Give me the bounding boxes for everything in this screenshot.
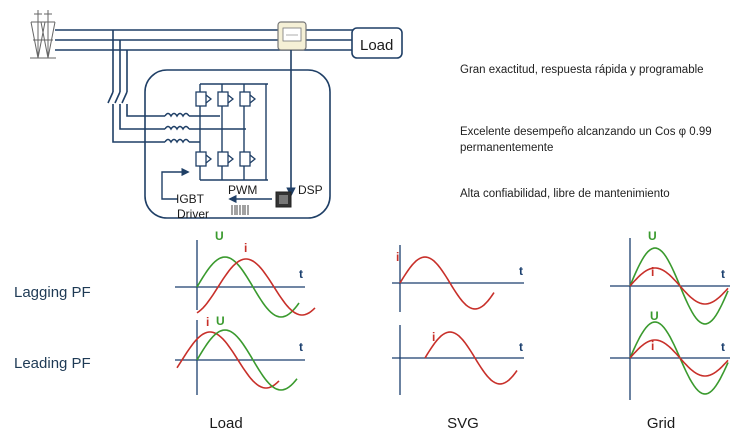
u-label: U [648,229,657,243]
driver-loop [161,167,190,200]
t-label: t [299,340,303,354]
i-wave [629,339,729,377]
panel-grid-leading: t Ui [610,309,730,400]
pwm-label: PWM [228,183,257,197]
t-label: t [519,340,523,354]
i-wave [399,256,495,310]
row-label-lagging: Lagging PF [14,284,91,301]
u-wave [196,256,300,318]
igbt-transistor-icon [195,91,257,167]
barcode-icon [231,205,249,215]
load-label: Load [360,37,393,54]
panel-grid-lagging: tUi [610,229,730,325]
current-transformer-icon [277,21,307,51]
feature-text-1: Gran exactitud, respuesta rápida y progr… [460,64,704,76]
column-label-load: Load [209,415,242,432]
driver-label: Driver [177,207,209,221]
circuit-diagram: Load [30,10,403,221]
i-label: i [651,265,654,279]
panel-svg-leading: ti [392,325,524,395]
t-label: t [299,267,303,281]
t-label: t [721,340,725,354]
dsp-chip-icon [275,191,292,208]
row-label-leading: Leading PF [14,355,91,372]
u-label: U [650,309,659,323]
column-label-grid: Grid [647,415,675,432]
power-tower-icon [30,10,56,59]
u-label: U [215,229,224,243]
i-wave [196,258,316,316]
feature-text-3: Alta confiabilidad, libre de mantenimien… [460,188,670,200]
i-label: i [244,241,247,255]
feature-text-2: Excelente desempeño alcanzando un Cos φ … [460,126,712,154]
panel-load-lagging: t Ui [175,229,316,318]
i-label: i [396,250,399,264]
t-label: t [519,264,523,278]
i-wave [424,331,518,385]
load-box [351,27,403,59]
converter-enclosure [144,69,331,219]
u-wave [196,329,298,391]
feeder-lines [107,30,165,143]
i-wave [176,331,280,389]
u-label: U [216,314,225,328]
igbt-label: IGBT [176,192,205,206]
i-label: i [206,315,209,329]
panel-svg-lagging: ti [392,245,524,312]
i-label: i [432,330,435,344]
bus-lines [55,29,362,51]
i-wave [629,267,729,305]
inductor-coil-icon [164,112,246,144]
i-label: i [651,339,654,353]
t-label: t [721,267,725,281]
column-label-svg: SVG [447,415,479,432]
u-wave [629,247,729,325]
dsp-label: DSP [298,183,323,197]
